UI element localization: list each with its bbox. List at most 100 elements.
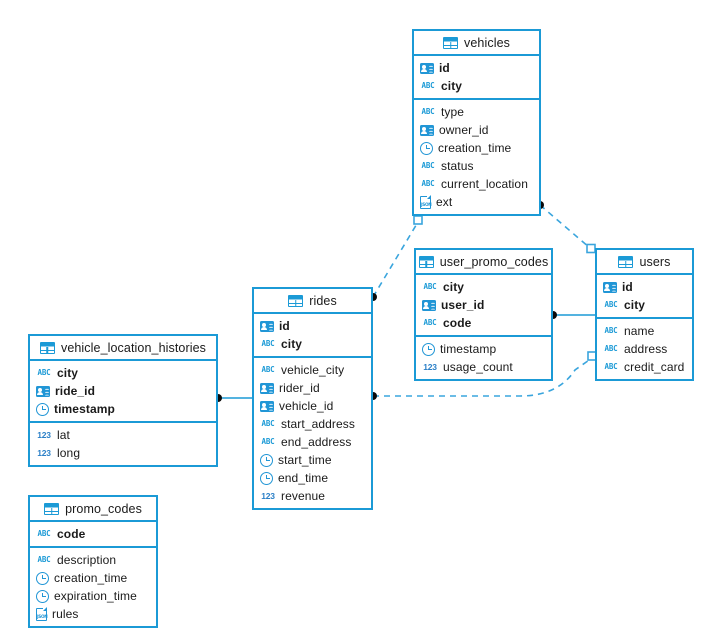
field-name: city (57, 366, 79, 380)
field-row[interactable]: creation_time (30, 569, 156, 587)
field-row[interactable]: vehicle_city (254, 361, 371, 379)
primary-key-group: code (30, 522, 156, 548)
field-row[interactable]: long (30, 444, 216, 462)
entity-title: user_promo_codes (439, 254, 549, 269)
field-row[interactable]: type (414, 103, 539, 121)
field-row[interactable]: rider_id (254, 379, 371, 397)
field-row[interactable]: timestamp (416, 340, 551, 358)
abc-icon (260, 338, 276, 350)
field-name: expiration_time (54, 589, 137, 603)
field-name: type (441, 105, 465, 119)
field-row[interactable]: rules (30, 605, 156, 623)
entity-vehicles[interactable]: vehicles id city type owner_id c (412, 29, 541, 216)
abc-icon (260, 364, 276, 376)
field-name: city (441, 79, 463, 93)
clock-icon (422, 342, 435, 356)
field-row[interactable]: start_address (254, 415, 371, 433)
id-card-icon (603, 281, 617, 293)
field-name: rules (52, 607, 79, 621)
field-name: id (622, 280, 633, 294)
field-row[interactable]: code (416, 314, 551, 332)
field-row[interactable]: end_time (254, 469, 371, 487)
abc-icon (603, 343, 619, 355)
id-card-icon (260, 320, 274, 332)
field-name: timestamp (440, 342, 497, 356)
field-row[interactable]: code (30, 525, 156, 543)
entity-title: promo_codes (65, 501, 142, 516)
id-card-icon (260, 382, 274, 394)
entity-promo-codes[interactable]: promo_codes code description creation_ti… (28, 495, 158, 628)
field-row[interactable]: status (414, 157, 539, 175)
table-icon (443, 36, 459, 49)
column-group: name address credit_card (597, 319, 692, 379)
abc-icon (260, 418, 276, 430)
field-row[interactable]: creation_time (414, 139, 539, 157)
field-row[interactable]: address (597, 340, 692, 358)
field-row[interactable]: user_id (416, 296, 551, 314)
field-row[interactable]: id (414, 59, 539, 77)
field-row[interactable]: city (414, 77, 539, 95)
field-name: id (279, 319, 290, 333)
field-row[interactable]: end_address (254, 433, 371, 451)
column-group: type owner_id creation_time status curre… (414, 100, 539, 214)
entity-user-promo-codes[interactable]: user_promo_codes city user_id code times… (414, 248, 553, 381)
entity-vehicle-location-histories[interactable]: vehicle_location_histories city ride_id … (28, 334, 218, 467)
field-name: ext (436, 195, 453, 209)
field-row[interactable]: vehicle_id (254, 397, 371, 415)
column-group: description creation_time expiration_tim… (30, 548, 156, 626)
field-row[interactable]: city (30, 364, 216, 382)
field-name: current_location (441, 177, 528, 191)
edge-marker-open-square (586, 243, 596, 254)
field-row[interactable]: credit_card (597, 358, 692, 376)
entity-title: vehicles (464, 35, 510, 50)
field-name: code (57, 527, 86, 541)
field-row[interactable]: current_location (414, 175, 539, 193)
field-row[interactable]: start_time (254, 451, 371, 469)
field-row[interactable]: owner_id (414, 121, 539, 139)
field-name: vehicle_id (279, 399, 334, 413)
abc-icon (36, 554, 52, 566)
entity-users[interactable]: users id city name address credi (595, 248, 694, 381)
field-name: lat (57, 428, 70, 442)
field-row[interactable]: city (254, 335, 371, 353)
field-row[interactable]: city (416, 278, 551, 296)
abc-icon (36, 367, 52, 379)
relationship-vehicles-users[interactable] (536, 201, 596, 254)
numeric-icon (36, 447, 52, 459)
field-row[interactable]: usage_count (416, 358, 551, 376)
primary-key-group: id city (597, 275, 692, 319)
field-row[interactable]: timestamp (30, 400, 216, 418)
entity-rides[interactable]: rides id city vehicle_city rider_id (252, 287, 373, 510)
field-row[interactable]: revenue (254, 487, 371, 505)
entity-header: rides (254, 289, 371, 314)
field-row[interactable]: city (597, 296, 692, 314)
clock-icon (36, 571, 49, 585)
field-name: long (57, 446, 81, 460)
field-row[interactable]: id (254, 317, 371, 335)
relationship-user-promo-codes-users[interactable] (549, 311, 595, 319)
field-name: end_address (281, 435, 352, 449)
abc-icon (603, 299, 619, 311)
entity-header: promo_codes (30, 497, 156, 522)
column-group: timestamp usage_count (416, 337, 551, 379)
primary-key-group: id city (254, 314, 371, 358)
json-icon (36, 607, 48, 621)
abc-icon (260, 436, 276, 448)
primary-key-group: city user_id code (416, 275, 551, 337)
field-row[interactable]: id (597, 278, 692, 296)
abc-icon (420, 80, 436, 92)
clock-icon (36, 589, 49, 603)
field-row[interactable]: expiration_time (30, 587, 156, 605)
field-row[interactable]: name (597, 322, 692, 340)
field-row[interactable]: description (30, 551, 156, 569)
table-icon (418, 255, 434, 268)
id-card-icon (260, 400, 274, 412)
field-row[interactable]: ride_id (30, 382, 216, 400)
abc-icon (420, 160, 436, 172)
id-card-icon (420, 62, 434, 74)
entity-title: users (639, 254, 671, 269)
relationship-vehicle-location-histories-rides[interactable] (214, 394, 252, 402)
field-row[interactable]: lat (30, 426, 216, 444)
field-row[interactable]: ext (414, 193, 539, 211)
